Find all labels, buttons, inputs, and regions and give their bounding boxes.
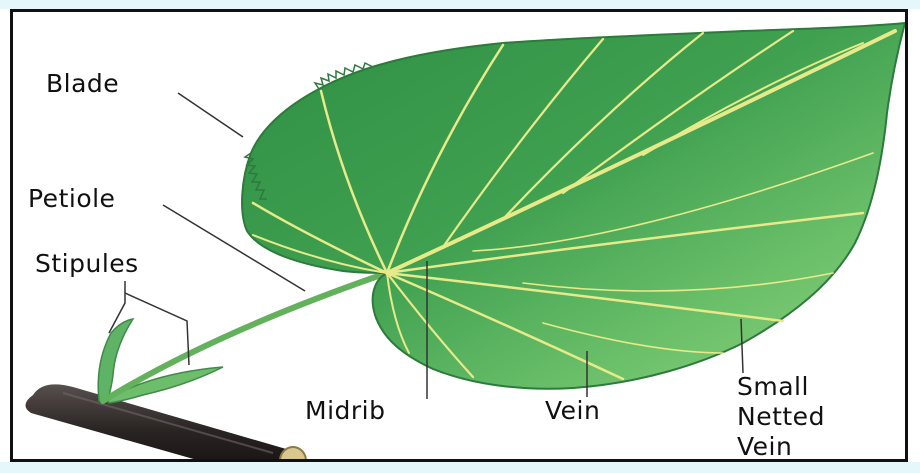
pointer-stipules-right [125,293,189,365]
label-vein: Vein [545,396,600,426]
label-midrib: Midrib [305,396,385,426]
label-stipules: Stipules [35,249,139,279]
leaf-blade [242,23,905,389]
diagram-frame: Blade Petiole Stipules Midrib Vein Small… [10,9,908,462]
label-small-netted-vein-line3: Vein [737,432,792,462]
pointer-blade [178,93,243,137]
label-small-netted-vein-line2: Netted [737,402,825,432]
label-small-netted-vein-line1: Small [737,372,809,402]
label-petiole: Petiole [28,184,115,214]
background-tint-top [0,0,920,9]
label-blade: Blade [46,69,119,99]
twig [25,384,306,462]
background-tint-bottom [0,462,920,473]
